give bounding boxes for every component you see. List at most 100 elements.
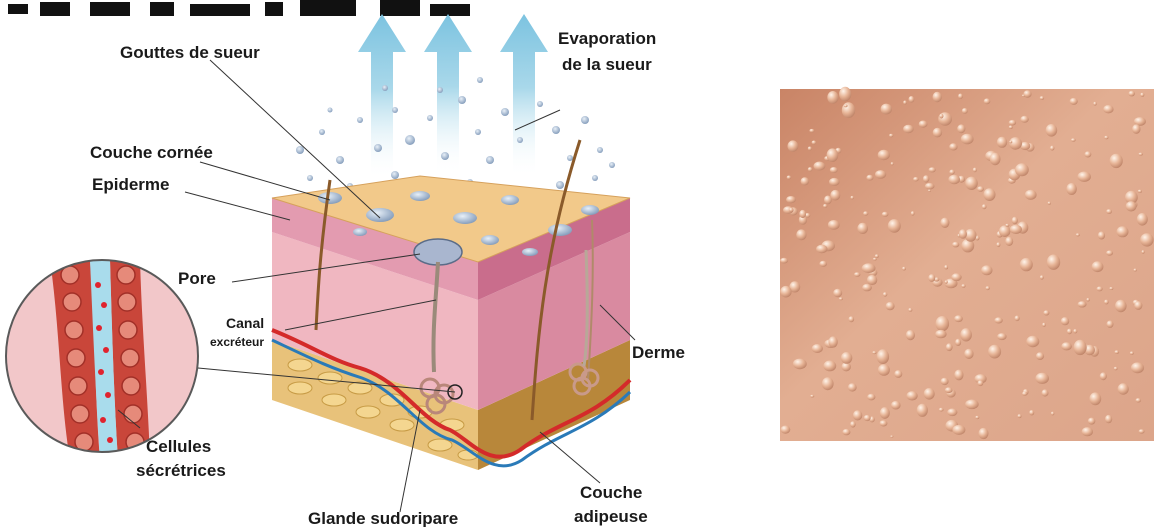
photo-droplet [924, 388, 935, 400]
photo-droplet [1040, 96, 1044, 100]
photo-droplet [816, 245, 827, 253]
photo-droplet [799, 210, 806, 218]
photo-droplet [1071, 138, 1076, 141]
pore [414, 239, 462, 265]
photo-droplet [814, 162, 826, 171]
photo-droplet [866, 175, 873, 181]
photo-droplet [1092, 261, 1104, 272]
label-epidermis: Epiderme [92, 175, 169, 194]
photo-droplet [1138, 190, 1142, 193]
sweat-photo [780, 87, 1154, 441]
photo-droplet [978, 380, 984, 386]
photo-droplet [962, 108, 968, 114]
photo-droplet [823, 204, 827, 208]
photo-droplet [909, 96, 915, 103]
photo-droplet [839, 297, 843, 300]
photo-droplet [830, 190, 840, 201]
photo-droplet [828, 220, 840, 230]
photo-droplet [919, 121, 928, 128]
photo-droplet [1005, 237, 1013, 246]
label-fat-layer-1: Couche [580, 483, 642, 502]
photo-droplet [875, 170, 886, 179]
label-evaporation-1: Evaporation [558, 29, 656, 48]
photo-droplet [1078, 172, 1091, 182]
photo-droplet [1089, 392, 1101, 405]
photo-droplet [857, 223, 868, 234]
photo-droplet [878, 150, 890, 160]
photo-droplet [1046, 124, 1058, 137]
photo-droplet [828, 336, 837, 347]
photo-droplet [949, 170, 954, 175]
photo-droplet [787, 176, 791, 180]
photo-droplet [1040, 275, 1044, 279]
photo-droplet [1100, 372, 1107, 380]
photo-droplet [1115, 300, 1127, 312]
photo-droplet [1009, 141, 1012, 144]
photo-droplet [952, 242, 959, 248]
photo-droplet [881, 104, 892, 115]
photo-droplet [1009, 137, 1022, 150]
photo-droplet [1070, 98, 1078, 105]
photo-droplet [850, 421, 856, 427]
photo-droplet [872, 351, 876, 354]
label-duct-1: Canal [226, 315, 264, 331]
photo-droplet [988, 345, 1001, 359]
photo-droplet [1020, 116, 1028, 123]
photo-droplet [908, 308, 912, 312]
photo-droplet [1134, 301, 1142, 310]
photo-droplet [1023, 90, 1031, 97]
photo-droplet [854, 272, 860, 277]
photo-droplet [906, 330, 915, 340]
photo-droplet [1142, 250, 1145, 254]
evaporation-arrows [358, 14, 548, 180]
photo-droplet [1009, 126, 1013, 129]
label-fat-layer-2: adipeuse [574, 507, 648, 526]
photo-droplet [933, 128, 942, 138]
photo-droplet [949, 143, 957, 150]
photo-droplet [823, 361, 836, 372]
photo-droplet [1129, 91, 1135, 97]
photo-droplet [940, 218, 949, 228]
photo-droplet [925, 183, 935, 190]
photo-droplet [864, 415, 871, 421]
photo-droplet [891, 401, 901, 410]
photo-droplet [883, 292, 887, 297]
photo-droplet [810, 395, 814, 398]
photo-droplet [1073, 329, 1077, 333]
photo-droplet [812, 141, 817, 145]
photo-droplet [829, 178, 840, 186]
photo-droplet [890, 435, 893, 437]
photo-droplet [808, 167, 813, 171]
photo-droplet [923, 175, 929, 182]
photo-droplet [946, 343, 953, 351]
photo-droplet [886, 302, 895, 310]
photo-droplet [891, 162, 894, 165]
photo-droplet [903, 125, 914, 133]
photo-droplet [982, 204, 987, 209]
photo-droplet [913, 177, 919, 181]
photo-droplet [1118, 383, 1129, 394]
photo-droplet [960, 328, 972, 341]
photo-droplet [1107, 321, 1114, 328]
photo-droplet [1036, 352, 1044, 360]
photo-droplet [848, 383, 857, 391]
photo-droplet [849, 316, 855, 322]
photo-droplet [844, 105, 848, 108]
photo-droplet [880, 420, 888, 426]
photo-droplet [996, 242, 1000, 247]
photo-droplet [1009, 120, 1016, 126]
photo-droplet [1110, 154, 1123, 168]
photo-droplet [819, 261, 827, 267]
photo-droplet [1042, 389, 1049, 396]
photo-droplet [984, 98, 991, 104]
photo-droplet [903, 101, 907, 105]
photo-droplet [965, 400, 979, 410]
photo-droplet [1082, 427, 1093, 436]
photo-droplet [1086, 298, 1089, 301]
photo-droplet [1035, 373, 1049, 384]
photo-droplet [851, 196, 854, 199]
photo-droplet [1066, 183, 1076, 195]
photo-droplet [796, 229, 806, 240]
photo-droplet [894, 370, 902, 378]
photo-droplet [793, 359, 807, 370]
